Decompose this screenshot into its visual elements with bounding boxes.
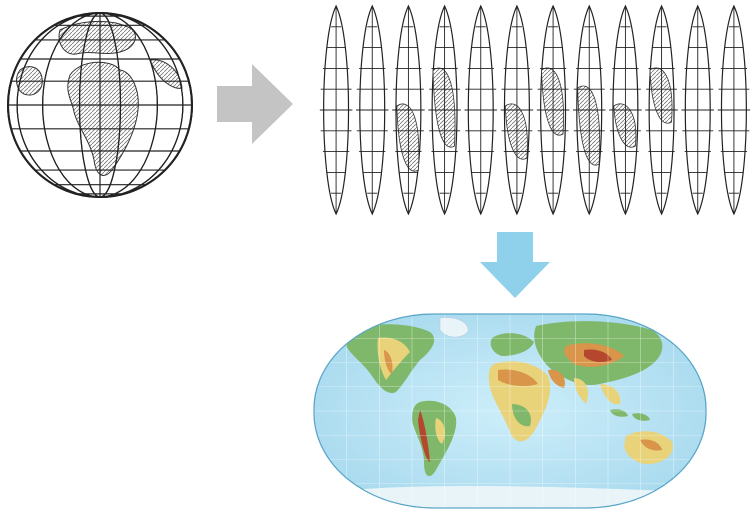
gore-segment <box>609 4 642 216</box>
arrow-right-icon <box>217 64 293 144</box>
interrupted-gores-map-icon <box>319 4 751 216</box>
gore-segment <box>355 4 389 216</box>
arrow-down-icon <box>480 232 550 298</box>
gore-segment <box>392 4 425 216</box>
gore-segment <box>681 4 715 216</box>
gore-segment <box>428 4 461 216</box>
gore-segment <box>464 4 498 216</box>
gore-segment <box>536 4 570 216</box>
globe-icon <box>7 12 193 198</box>
gore-segment <box>645 4 678 216</box>
world-physical-map-icon <box>313 313 707 509</box>
gore-segment <box>319 4 353 216</box>
gore-segment <box>717 4 751 216</box>
gore-segment <box>500 4 534 216</box>
gore-segment <box>572 4 606 216</box>
